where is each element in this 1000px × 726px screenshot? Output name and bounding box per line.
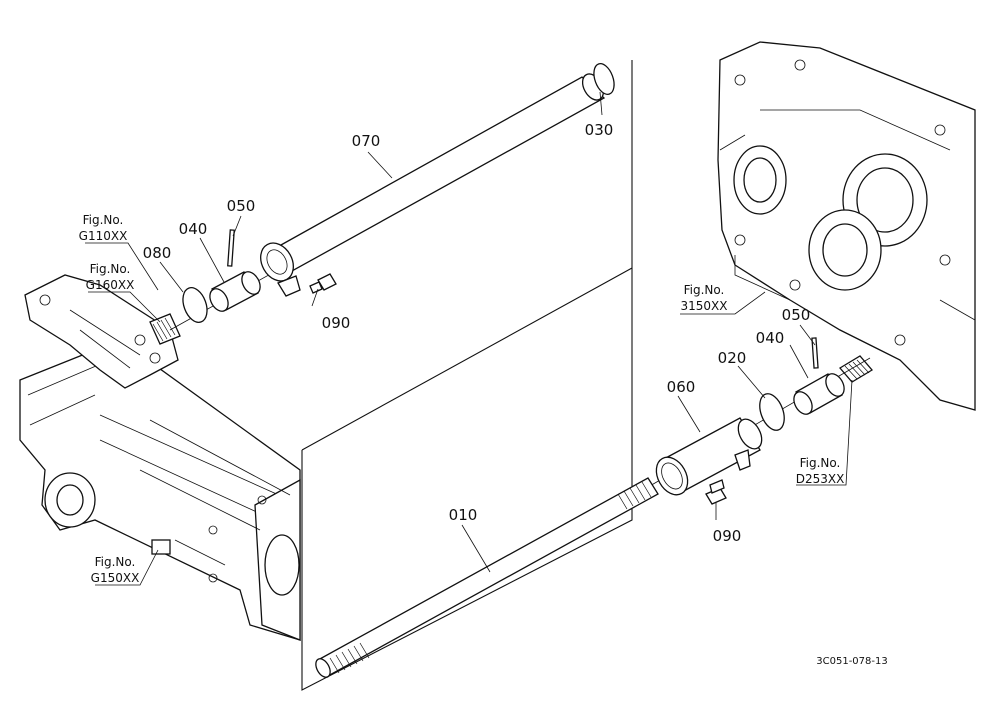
part-040-bushing-right [793,373,845,415]
label-040-left: 040 [179,220,208,238]
part-040-bushing-left [209,271,261,312]
part-010-shaft [315,477,659,678]
ref-d253-fig: Fig.No. [800,456,841,470]
ref-g110-code: G110XX [79,229,128,243]
ref-g160-code: G160XX [86,278,135,292]
label-010: 010 [449,506,478,524]
leader-lines [85,91,853,586]
label-060: 060 [667,378,696,396]
label-090-left: 090 [322,314,351,332]
part-090-bolt-left [309,273,337,294]
front-axle-housing [19,274,301,641]
ref-d253-code: D253XX [796,472,845,486]
part-070-tube [260,73,606,297]
part-050-pin-left [227,229,235,267]
ref-g110-fig: Fig.No. [83,213,124,227]
ref-g150-fig: Fig.No. [95,555,136,569]
label-080: 080 [143,244,172,262]
label-040-right: 040 [756,329,785,347]
label-090-right: 090 [713,527,742,545]
part-090-bolt-right [705,479,727,505]
part-060-sleeve [655,417,763,496]
ref-3150-code: 3150XX [681,299,728,313]
label-030: 030 [585,121,614,139]
ref-g150-code: G150XX [91,571,140,585]
ref-3150-fig: Fig.No. [684,283,725,297]
part-050-pin-right [811,337,819,369]
label-070: 070 [352,132,381,150]
exploded-view-frame [301,60,633,691]
part-020-o-ring [759,393,785,431]
transmission-case [717,41,976,411]
drawing-code: 3C051-078-13 [816,656,887,667]
label-020: 020 [718,349,747,367]
part-030-o-ring [593,63,615,95]
label-050-left: 050 [227,197,256,215]
part-080-o-ring [182,287,208,323]
label-050-right: 050 [782,306,811,324]
ref-g160-fig: Fig.No. [90,262,131,276]
